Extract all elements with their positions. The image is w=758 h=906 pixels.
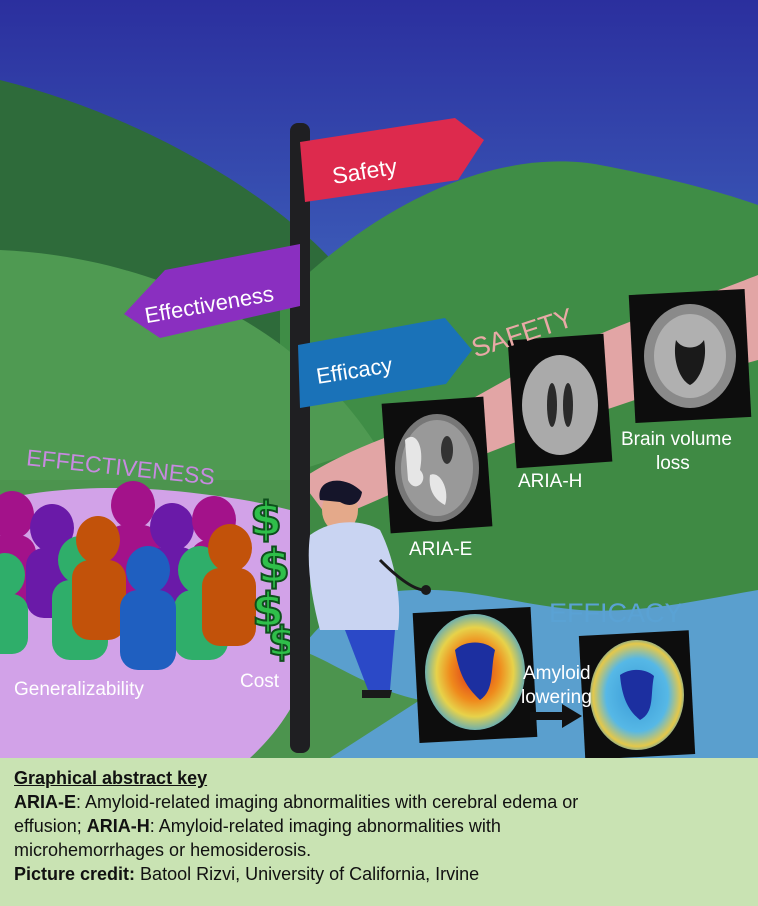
sign-safety-shape [300,118,484,202]
scan-amyloid-after-image [578,630,696,758]
amyloid-lowering-label-line1: Amyloid [523,663,591,684]
generalizability-label: Generalizability [14,679,144,700]
key-credit: Picture credit: Batool Rizvi, University… [14,864,480,884]
aria-e-label: ARIA-E [409,539,473,560]
scan-brain-volume-image [628,289,752,423]
svg-text:$: $ [258,539,290,593]
sign-efficacy-shape [298,318,472,408]
sign-effectiveness-shape [124,244,300,338]
abstract-key: Graphical abstract key ARIA-E: Amyloid-r… [0,758,758,906]
efficacy-river-bank [300,650,420,758]
svg-text:$: $ [250,492,282,546]
key-aria-h: effusion; ARIA-H: Amyloid-related imagin… [14,816,501,836]
hill-front-left [0,250,420,520]
arrow-icon [530,704,582,728]
key-aria-e: ARIA-E: Amyloid-related imaging abnormal… [14,792,579,812]
graphical-abstract: $ $ $ $ [0,0,758,758]
scan-aria-e-image [381,396,493,534]
scan-amyloid-before-image [412,607,538,743]
landscape-scene: $ $ $ $ [0,0,758,758]
signpost-pole [290,123,310,753]
brain-volume-label-line1: Brain volume [621,429,732,450]
key-aria-h-cont: microhemorrhages or hemosiderosis. [14,840,312,860]
key-title: Graphical abstract key [14,768,208,788]
brain-volume-label-line2: loss [656,453,690,474]
cost-label: Cost [240,671,280,692]
scan-aria-h-image [507,333,613,469]
aria-h-label: ARIA-H [518,471,583,492]
amyloid-lowering-label-line2: lowering [521,687,592,708]
doctor-figure [308,480,431,698]
people-crowd [0,481,256,670]
region-efficacy-label: EFFICACY [549,598,683,628]
svg-text:$: $ [252,583,284,637]
